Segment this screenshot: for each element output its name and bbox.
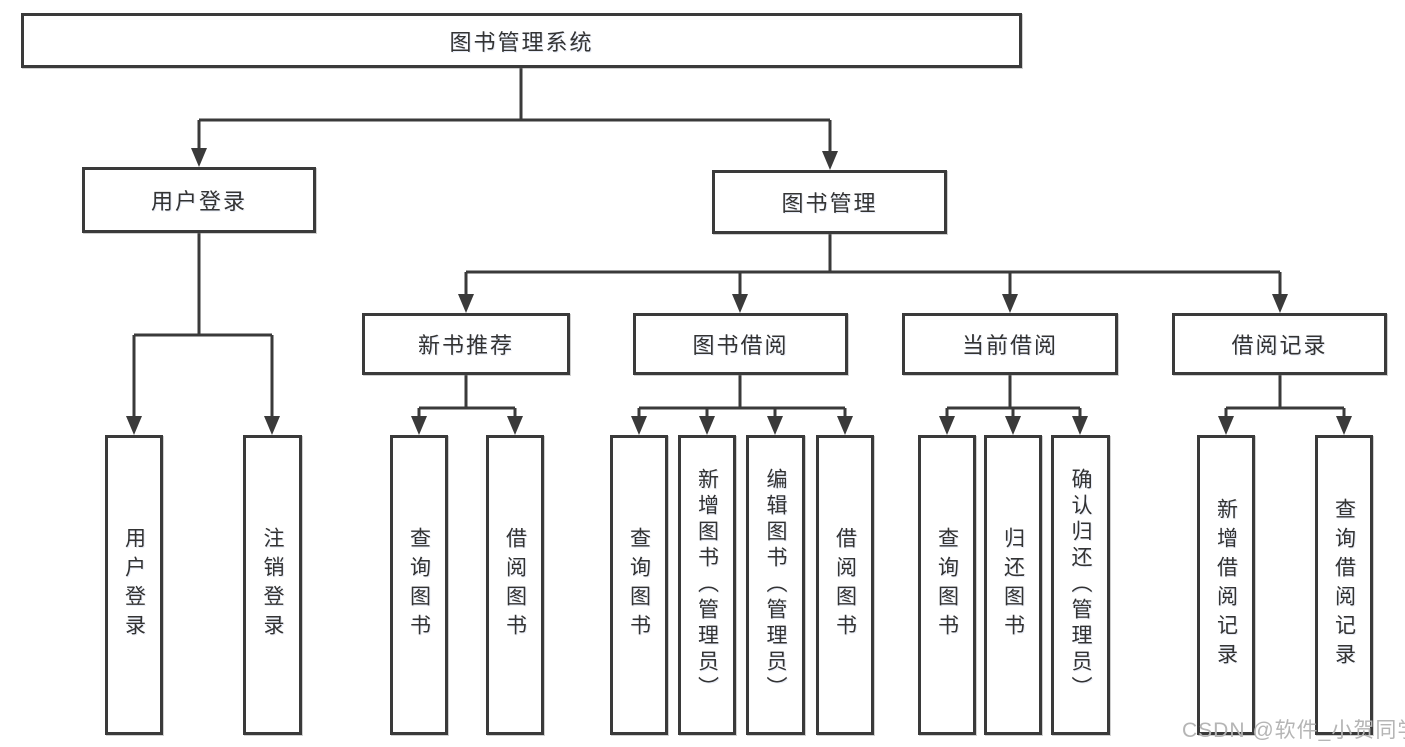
- node-book-management: 图书管理: [712, 170, 947, 234]
- leaf-logout: 注销登录: [243, 435, 302, 735]
- node-label: 注销登录: [261, 527, 284, 643]
- node-new-book-recommend: 新书推荐: [362, 313, 570, 375]
- node-label: 当前借阅: [961, 333, 1058, 358]
- node-user-login: 用户登录: [82, 167, 316, 233]
- node-label: 用户登录: [150, 189, 247, 214]
- node-current-borrowing: 当前借阅: [902, 313, 1118, 375]
- node-label: 编辑图书（管理员）: [764, 468, 787, 702]
- node-label: 新书推荐: [417, 333, 514, 358]
- leaf-return-books: 归还图书: [984, 435, 1042, 735]
- node-label: 查询图书: [627, 527, 651, 643]
- node-label: 查询图书: [407, 527, 431, 643]
- node-borrowing-records: 借阅记录: [1172, 313, 1387, 375]
- node-label: 用户登录: [122, 527, 146, 643]
- node-label: 查询图书: [935, 527, 959, 643]
- leaf-query-books-current: 查询图书: [918, 435, 976, 735]
- leaf-edit-books-admin: 编辑图书（管理员）: [746, 435, 805, 735]
- node-label: 图书管理: [781, 191, 878, 216]
- leaf-confirm-return-admin: 确认归还（管理员）: [1051, 435, 1110, 735]
- node-label: 图书管理系统: [449, 29, 594, 55]
- leaf-query-books-recommend: 查询图书: [390, 435, 448, 735]
- node-label: 归还图书: [1001, 527, 1025, 643]
- node-library-management-system: 图书管理系统: [21, 13, 1022, 68]
- node-label: 借阅图书: [503, 527, 527, 643]
- leaf-add-borrow-record: 新增借阅记录: [1197, 435, 1255, 735]
- node-label: 查询借阅记录: [1332, 498, 1356, 672]
- csdn-watermark: CSDN @软件_小贺同学: [1182, 719, 1405, 742]
- leaf-add-books-admin: 新增图书（管理员）: [678, 435, 736, 735]
- leaf-borrow-books-borrowing: 借阅图书: [816, 435, 874, 735]
- leaf-borrow-books-recommend: 借阅图书: [486, 435, 544, 735]
- node-label: 确认归还（管理员）: [1069, 468, 1092, 702]
- leaf-query-books-borrowing: 查询图书: [610, 435, 668, 735]
- node-label: 借阅图书: [833, 527, 857, 643]
- node-label: 新增借阅记录: [1214, 498, 1238, 672]
- node-book-borrowing: 图书借阅: [633, 313, 848, 375]
- leaf-query-borrow-record: 查询借阅记录: [1315, 435, 1373, 735]
- node-label: 新增图书（管理员）: [695, 468, 719, 702]
- node-label: 图书借阅: [692, 333, 789, 358]
- leaf-user-login: 用户登录: [105, 435, 163, 735]
- node-label: 借阅记录: [1231, 333, 1328, 358]
